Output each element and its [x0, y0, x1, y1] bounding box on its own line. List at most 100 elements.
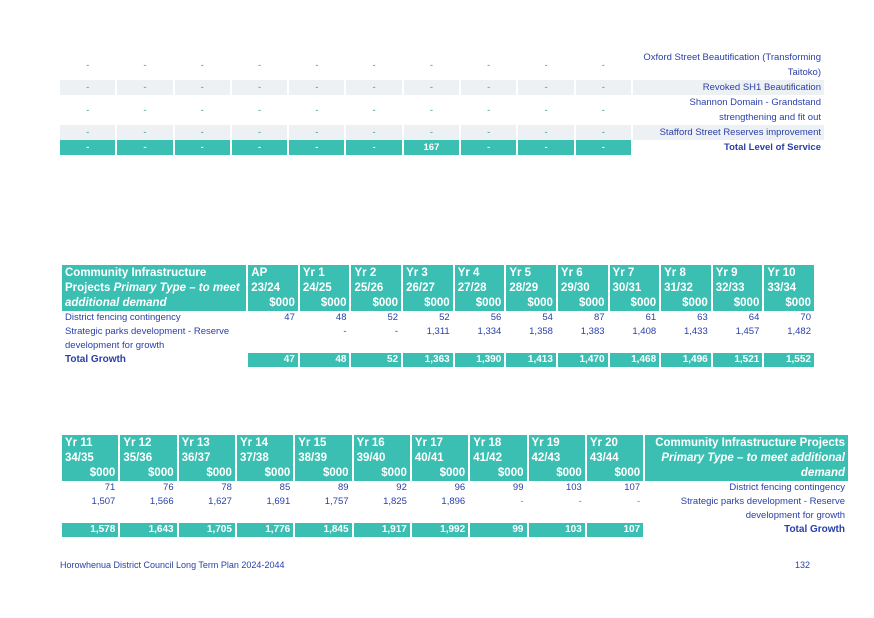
value-cell: 85	[279, 482, 291, 493]
value-cell: -	[429, 59, 434, 71]
row-label: Stafford Street Reserves improvement	[632, 125, 824, 140]
value-cell: -	[487, 104, 491, 116]
value-cell: -	[372, 59, 376, 71]
value-cell: -	[289, 80, 345, 95]
value-cell: 1,408	[632, 326, 657, 337]
value-cell: -	[257, 104, 262, 116]
row-label: Strategic parks development - Reserve de…	[680, 496, 845, 521]
total-value-cell: 1,552	[764, 353, 814, 367]
column-period: 37/38	[239, 452, 269, 464]
value-cell: -	[343, 326, 347, 337]
column-period: 24/25	[302, 282, 332, 294]
table-row: Strategic parks development - Reserve de…	[62, 325, 814, 353]
column-year: Yr 19	[531, 437, 560, 449]
value-cell: 71	[104, 482, 116, 493]
value-cell: -	[174, 125, 230, 140]
value-cell: 64	[748, 312, 760, 323]
total-value-cell: 1,917	[353, 523, 410, 537]
column-period: 33/34	[767, 282, 797, 294]
column-year: Yr 20	[589, 437, 618, 449]
value-cell: 48	[335, 312, 347, 323]
column-year: Yr 12	[123, 437, 152, 449]
total-value-cell: 1,521	[712, 353, 763, 367]
value-cell: -	[86, 59, 90, 71]
value-cell: -	[315, 59, 319, 71]
value-cell: 61	[645, 312, 657, 323]
column-period: 25/26	[354, 282, 384, 294]
value-cell: 103	[565, 482, 582, 493]
column-period: 34/35	[65, 452, 94, 464]
column-period: 40/41	[414, 452, 444, 464]
value-cell: 56	[490, 312, 502, 323]
value-cell: -	[200, 59, 204, 71]
value-cell: -	[578, 496, 582, 507]
column-unit: $000	[556, 467, 582, 479]
table-row: ----------Revoked SH1 Beautification	[60, 80, 824, 95]
value-cell: 96	[454, 482, 466, 493]
column-period: 28/29	[509, 282, 539, 294]
column-year: Yr 3	[406, 267, 428, 279]
value-cell: -	[346, 80, 402, 95]
column-unit: $000	[578, 297, 605, 309]
total-value-cell: -	[174, 140, 230, 155]
total-value-cell: 1,643	[120, 523, 177, 537]
title-line-1: Community Infrastructure	[65, 267, 207, 279]
total-value-cell: 1,413	[506, 353, 556, 367]
value-cell: 1,627	[208, 496, 232, 507]
total-value-cell: 1,578	[62, 523, 119, 537]
value-cell: 1,825	[383, 496, 407, 507]
total-value-cell: 1,468	[609, 353, 660, 367]
value-cell: -	[636, 496, 641, 507]
column-period: 30/31	[612, 282, 642, 294]
value-cell: -	[461, 125, 517, 140]
total-value-cell: 48	[299, 353, 350, 367]
value-cell: -	[544, 104, 548, 116]
column-year: Yr 16	[356, 437, 385, 449]
growth-table-header-row: Community Infrastructure Projects Primar…	[62, 265, 814, 311]
value-cell: 1,896	[441, 496, 466, 507]
value-cell: 1,507	[91, 496, 116, 507]
value-cell: 1,482	[787, 326, 811, 337]
value-cell: -	[429, 104, 434, 116]
value-cell: -	[143, 104, 147, 116]
table-row: ----------Oxford Street Beautification (…	[60, 50, 824, 80]
value-cell: 1,433	[683, 326, 708, 337]
value-cell: 87	[593, 312, 605, 323]
column-unit: $000	[682, 297, 708, 309]
column-period: 39/40	[356, 452, 386, 464]
total-value-cell: 1,992	[411, 523, 469, 537]
title-line-1: Community Infrastructure Projects	[655, 437, 845, 449]
row-label: Oxford Street Beautification (Transformi…	[643, 52, 821, 78]
total-row: ------167---Total Level of Service	[60, 140, 824, 155]
total-value-cell: 107	[586, 523, 644, 537]
value-cell: -	[518, 80, 574, 95]
total-value-cell: -	[289, 140, 345, 155]
value-cell: -	[403, 80, 460, 95]
total-value-cell: -	[518, 140, 574, 155]
footer-page-number: 132	[795, 560, 811, 570]
column-year: Yr 4	[457, 267, 480, 279]
total-value-cell: -	[60, 140, 116, 155]
value-cell: 89	[337, 482, 349, 493]
value-cell: 78	[221, 482, 232, 493]
column-period: 43/44	[589, 452, 619, 464]
column-period: 26/27	[406, 282, 435, 294]
value-cell: 1,311	[426, 326, 450, 337]
column-year: AP	[251, 267, 268, 279]
